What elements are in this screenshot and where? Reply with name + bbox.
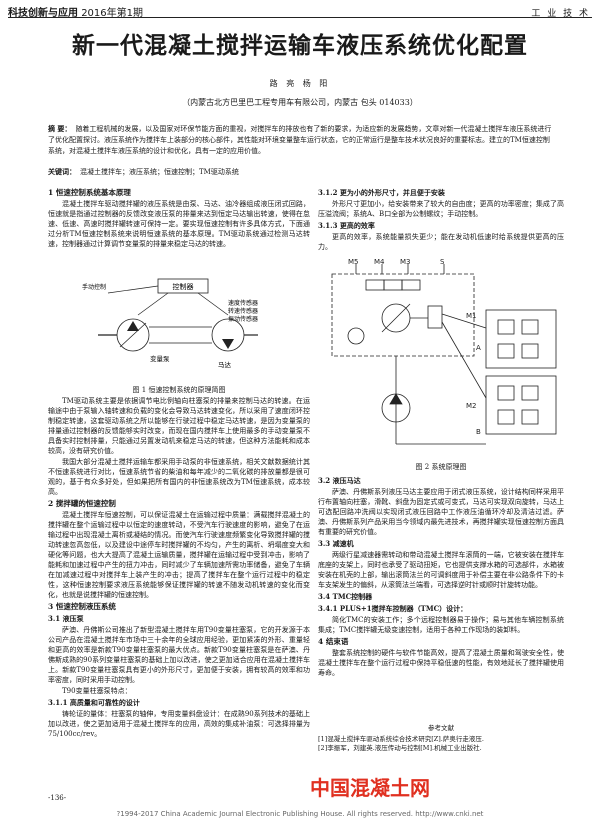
right-column-bottom: 3.2 液压马达 萨澳、丹佛斯系列液压马达主要应用于闭式液压系统，设计结构同样采… [318,474,564,679]
section-3-1-1-para: 铸轮证的量体：柱塞泵的轴伸，专用变量斜盘设计：在成熟90系列技术的基础上加以改进… [48,710,310,738]
valve-2 [383,279,403,291]
variable-pump-label: 变量泵 [150,354,170,363]
section-3-4-title: 3.4 TMC控制器 [318,592,373,601]
copyright-footer: ?1994-2017 China Academic Journal Electr… [116,810,484,818]
port-a-label: A [476,344,481,352]
rpm-sensor-label: 转速传感器 [228,307,258,315]
journal-name: 科技创新与应用 [8,8,78,19]
section-3-2-title: 3.2 液压马达 [318,476,361,485]
keywords-label: 关键词： [48,167,76,176]
check-valve-h [521,409,539,425]
section-3-3-para: 两级行星减速器需转动和带动混凝土搅拌车滚筒的一端，它被安装在搅拌车底座的支架上，… [318,551,564,589]
controller-label: 控制器 [173,282,194,291]
section-3-1-1-title: 3.1.1 高质量和可靠性的设计 [48,698,140,707]
section-4-para: 整套系统控制的硬件与软件节能高效，提高了混凝土质量和驾驶安全性，使混凝土搅拌车在… [318,649,564,677]
section-1-para-3: 我国大部分混凝土搅拌运输车都采用手动泵的非恒速系统，相关文献数据统计其不恒速系统… [48,458,310,496]
relief-valve [427,305,443,329]
check-valve-d [521,343,539,359]
section-2-para-1: 混凝土搅拌车恒速控制，可以保证混凝土在运输过程中质量：满载搅拌混凝土的搅拌罐在整… [48,511,310,599]
paper-title: 新一代混凝土搅拌运输车液压系统优化配置 [72,33,528,59]
valve-1 [365,279,385,291]
section-3-1-title: 3.1 液压泵 [48,614,84,623]
lower-valve-block [485,375,557,435]
authors: 路 亮 杨 阳 [269,79,331,88]
charge-pump-symbol [347,327,365,345]
vibration-sensor-label: 振动传感器 [228,315,258,323]
section-1-title: 1 恒速控制系统基本原理 [48,188,131,197]
section-3-2-para: 萨澳、丹佛斯系列液压马达主要应用于闭式液压系统，设计结构同样采用平行布置轴向柱塞… [318,488,564,536]
journal-header: 科技创新与应用 2016年第1期 [8,4,143,19]
check-valve-c [497,343,515,359]
keywords-text: 混凝土搅拌车；液压系统；恒速控制；TM驱动系统 [80,168,239,176]
speed-sensor-label: 速度传感器 [228,299,258,307]
valve-3 [401,279,421,291]
section-1-para-2: TM驱动系统主要是依据调节电比例轴向柱塞泵的排量来控制马达的转速。在运输途中由于… [48,397,310,455]
page-number: -136- [48,794,67,802]
port-m3-label: M3 [400,258,411,266]
right-column-top: 3.1.2 更为小的外形尺寸，并且便于安装 外形尺寸更加小，给安装带来了较大的自… [318,186,564,253]
port-m4-label: M4 [374,258,385,266]
figure-1-diagram: 控制器 变量泵 马达 速度传感器 转速传感器 振动传感器 手动控制 [82,278,258,369]
port-m5-label: M5 [348,258,359,266]
references: 参考文献 [1]混凝土搅拌车驱动系统综合技术研究[Z].萨奥行走液压. [2]李… [318,724,564,753]
port-m1-label: M1 [466,312,477,320]
manual-control-label: 手动控制 [82,283,106,291]
abstract: 摘 要：随着工程机械的发展，以及国家对环保节能方面的重视，对搅拌车的排放也有了新… [48,123,556,157]
check-valve-b [521,319,539,335]
section-3-1-3-title: 3.1.3 更高的效率 [318,221,375,230]
figure-1-caption: 图 1 恒速控制系统的原理简图 [132,386,226,394]
left-column-bottom: TM驱动系统主要是依据调节电比例轴向柱塞泵的排量来控制马达的转速。在运输途中由于… [48,396,310,740]
journal-issue: 2016年第1期 [81,8,143,19]
section-3-3-title: 3.3 减速机 [318,539,354,548]
figure-2-caption: 图 2 系统原理图 [415,463,467,471]
reference-2: [2]李振军，刘建英.液压传动与控制[M].机械工业出版社. [318,744,482,752]
reference-1: [1]混凝土搅拌车驱动系统综合技术研究[Z].萨奥行走液压. [318,735,484,743]
section-3-4-1-items: 简化TMC的安装工作；多个远程控制器易于操作；易与其他车辆控制系统集成；TMC搅… [318,616,564,634]
abstract-label: 摘 要： [48,124,72,133]
check-valve-a [497,319,515,335]
section-4-title: 4 结束语 [318,637,349,646]
affiliation: （内蒙古北方巴里巴工程专用车有限公司，内蒙古 包头 014033） [182,98,418,107]
section-3-1-3-para: 更高的效率，系统能量损失更少；能在发动机低速时给系统提供更高的压力。 [318,233,564,251]
section-3-1-para-1: 萨澳、丹佛斯公司推出了新型混凝土搅拌车用T90变量柱塞泵，它的开发源于本公司产品… [48,626,310,684]
section-3-1-2-para: 外形尺寸更加小，给安装带来了较大的自由度；更高的功率密度；集成了高压溢流阀；系统… [318,200,564,218]
section-3-1-para-2: T90变量柱塞泵特点： [62,687,132,695]
port-m2-label: M2 [466,402,477,410]
upper-valve-block [485,309,557,369]
port-b-label: B [476,428,481,436]
section-1-para-1: 混凝土搅拌车驱动搅拌罐的液压系统是由泵、马达、油冷器组成液压闭式回路，恒速就是指… [48,200,310,248]
keywords: 关键词： 混凝土搅拌车；液压系统；恒速控制；TM驱动系统 [48,167,556,177]
left-column-top: 1 恒速控制系统基本原理 混凝土搅拌车驱动搅拌罐的液压系统是由泵、马达、油冷器组… [48,186,310,250]
section-3-4-1-title: 3.4.1 PLUS+1搅拌车控制器（TMC）设计： [318,604,468,613]
header-rule [8,17,592,18]
section-3-title: 3 恒速控制液压系统 [48,602,116,611]
pump-assembly-outline [331,273,475,357]
check-valve-g [497,409,515,425]
check-valve-f [521,385,539,401]
abstract-text: 随着工程机械的发展，以及国家对环保节能方面的重视，对搅拌车的排放也有了新的要求，… [48,125,552,155]
motor-label: 马达 [218,360,232,369]
section-2-title: 2 搅拌罐的恒速控制 [48,499,116,508]
references-heading: 参考文献 [428,724,454,732]
port-s-label: S [440,258,445,266]
section-3-1-2-title: 3.1.2 更为小的外形尺寸，并且便于安装 [318,188,445,197]
section-label: 工 业 技 术 [531,9,590,19]
watermark-logo: 中国混凝土网 [310,776,430,800]
check-valve-e [497,385,515,401]
figure-2-schematic: M5 M4 M3 S M1 M2 A B [331,258,557,445]
